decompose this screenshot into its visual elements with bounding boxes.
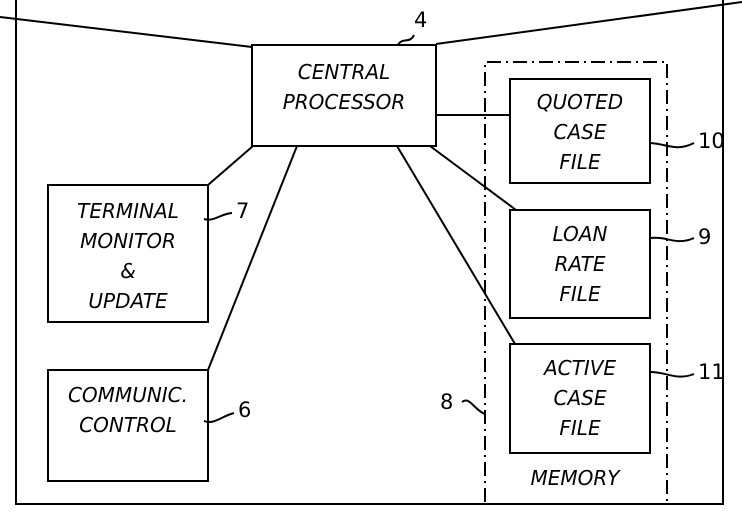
central-processor-label: CENTRAL PROCESSOR	[252, 57, 436, 117]
leader-8	[462, 401, 485, 414]
ref-number-11: 11	[698, 360, 725, 384]
loan-rate-file-label: LOAN RATE FILE	[510, 219, 650, 309]
network-line-left	[0, 17, 252, 47]
ref-number-9: 9	[698, 225, 711, 249]
active-case-file-label: ACTIVE CASE FILE	[510, 353, 650, 443]
terminal-monitor-label: TERMINAL MONITOR & UPDATE	[48, 196, 208, 316]
ref-number-8: 8	[440, 390, 453, 414]
network-line-right	[436, 2, 742, 44]
connector-cp-terminal	[208, 146, 253, 185]
connector-cp-communic	[208, 146, 297, 370]
leader-10	[650, 143, 694, 147]
connector-cp-active	[397, 146, 515, 344]
ref-number-4: 4	[414, 8, 427, 32]
connector-cp-loan	[430, 146, 516, 210]
ref-number-6: 6	[238, 398, 251, 422]
ref-number-10: 10	[698, 129, 725, 153]
quoted-case-file-label: QUOTED CASE FILE	[510, 87, 650, 177]
leader-11	[650, 372, 694, 377]
communic-control-label: COMMUNIC. CONTROL	[48, 380, 208, 440]
leader-4	[398, 35, 414, 45]
memory-label: MEMORY	[510, 463, 640, 493]
ref-number-7: 7	[236, 199, 249, 223]
leader-9	[650, 238, 694, 241]
